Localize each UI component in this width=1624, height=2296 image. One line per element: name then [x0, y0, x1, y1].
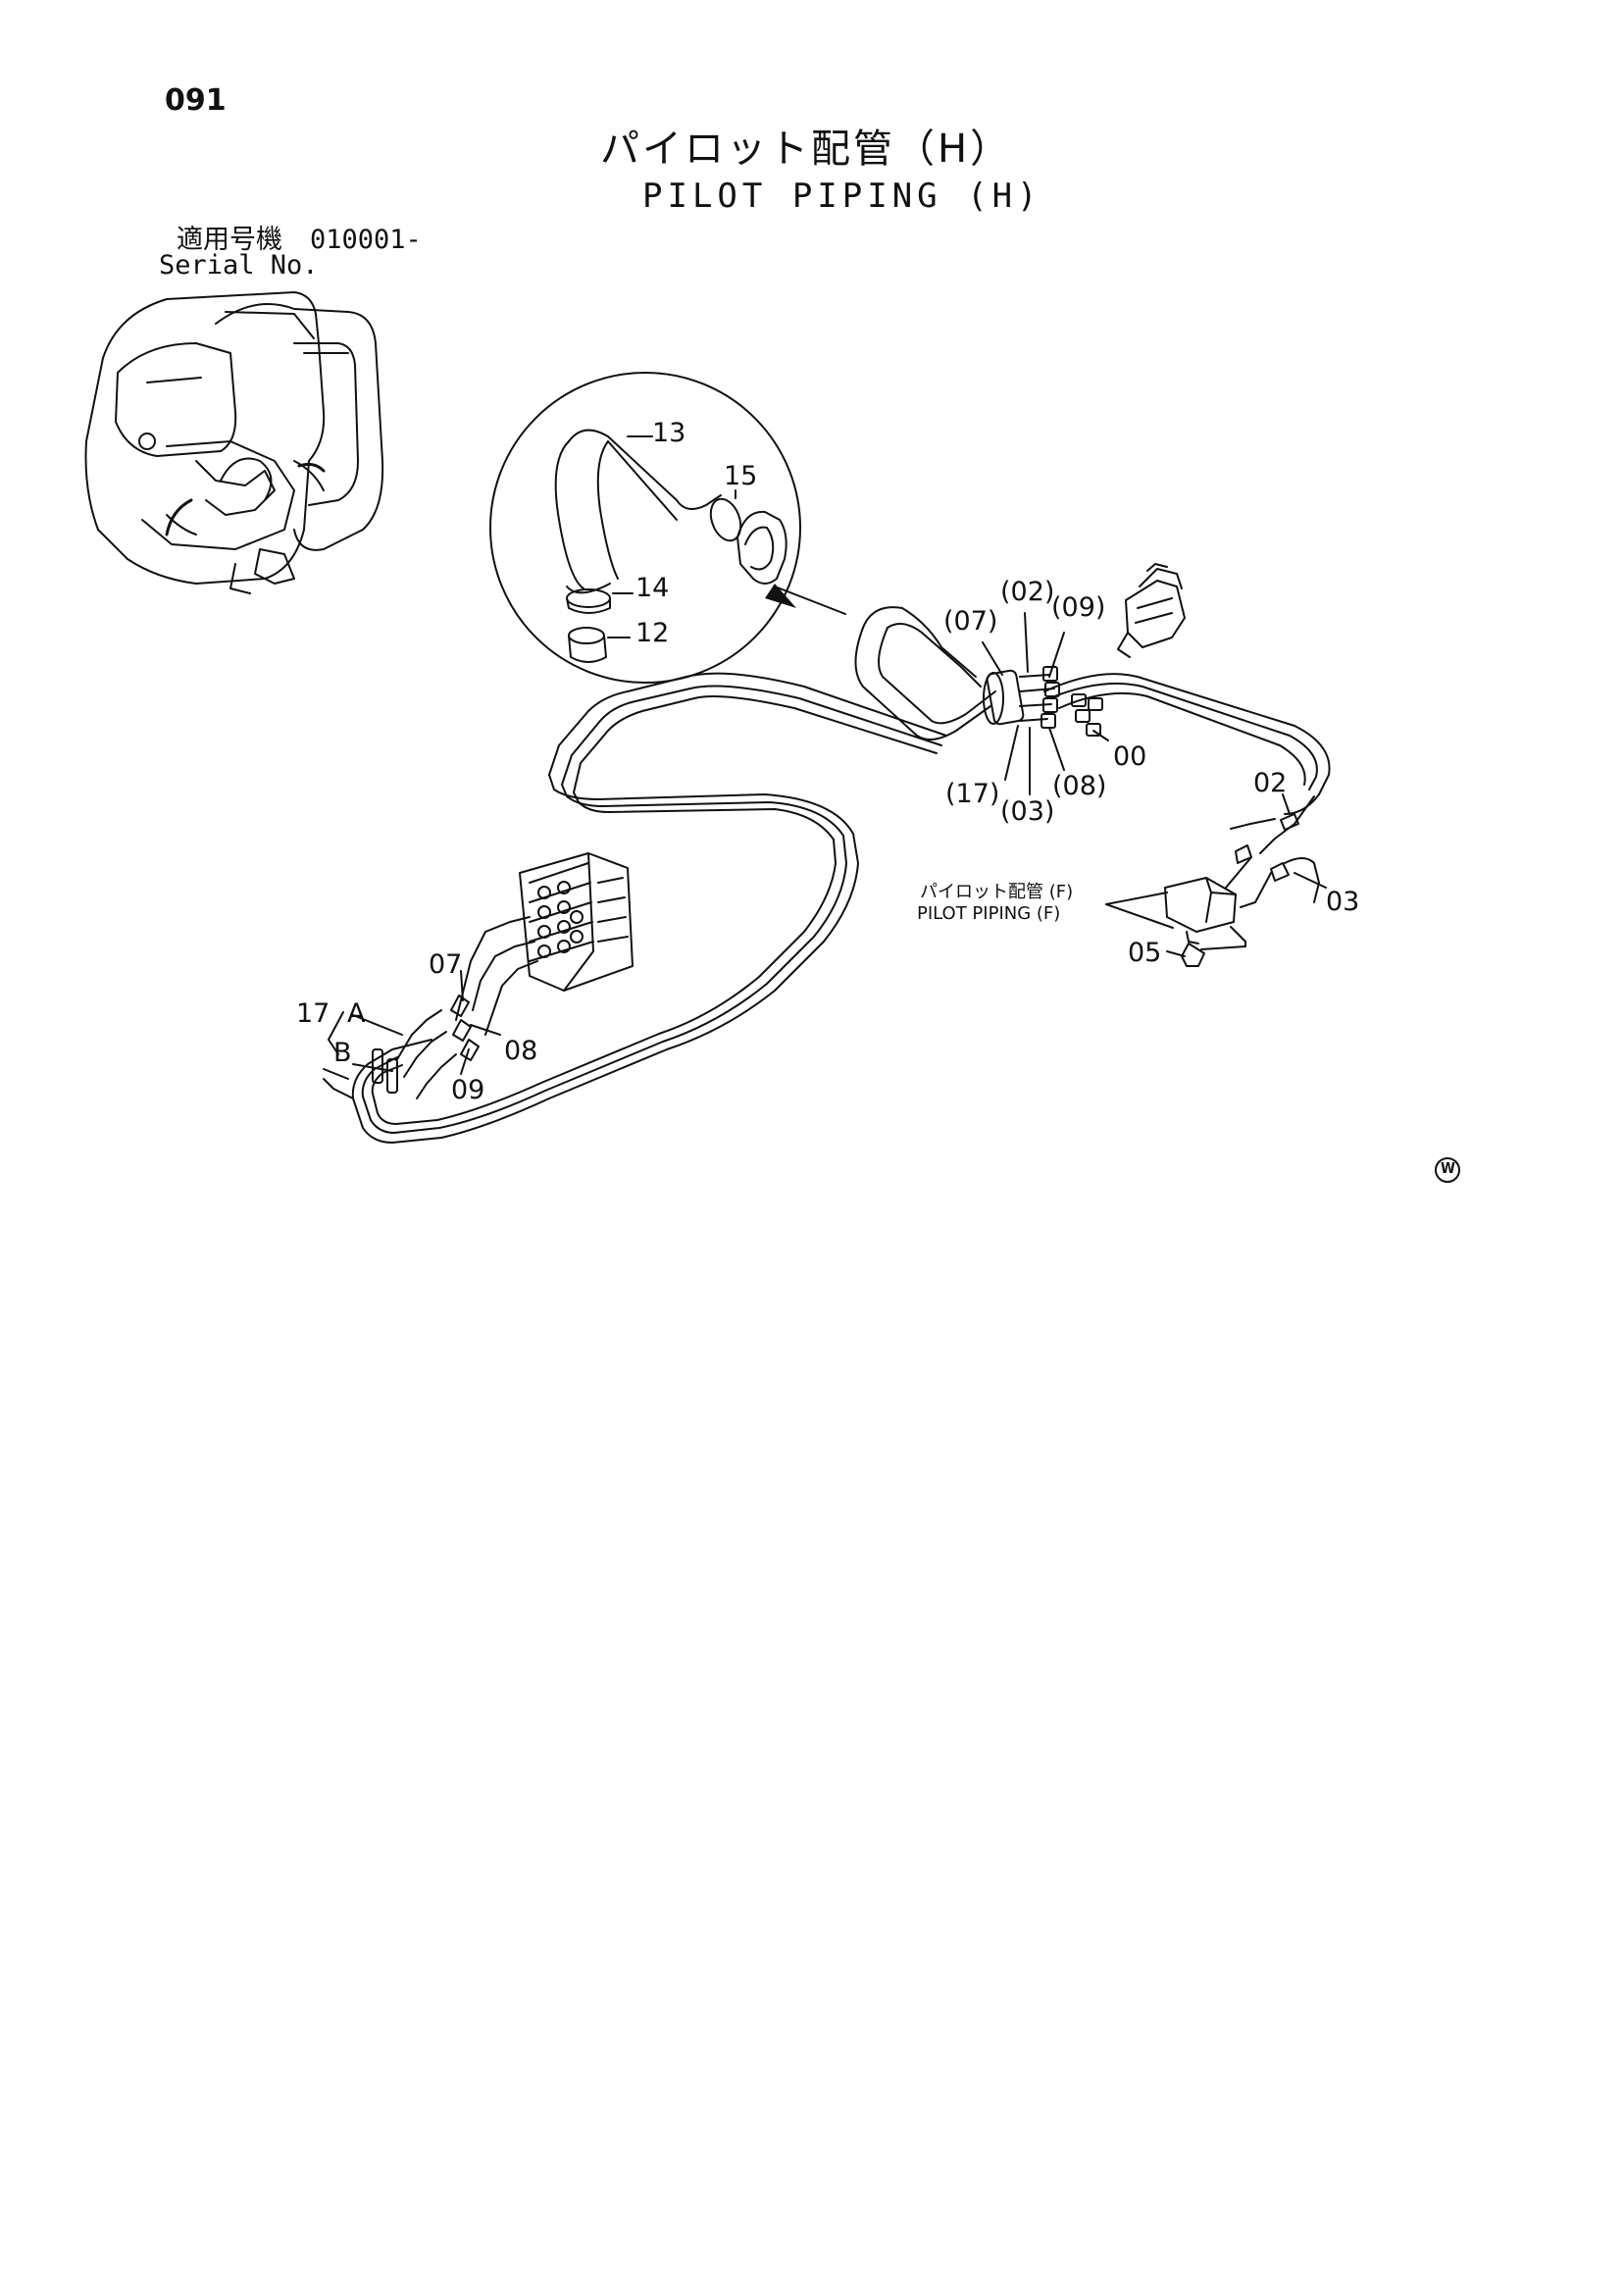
callout-03: 03: [1326, 887, 1360, 917]
callout-02-paren: (02): [1000, 577, 1055, 607]
serial-label-english: Serial No.: [159, 250, 319, 281]
corner-mark-circle: [1435, 1157, 1460, 1183]
page-number: 091: [165, 83, 227, 118]
callout-00: 00: [1113, 741, 1147, 772]
callout-17-paren: (17): [945, 779, 1000, 809]
callout-08-paren: (08): [1052, 771, 1107, 801]
callout-17-a: A: [347, 998, 366, 1029]
machine-overview-illustration: [84, 291, 384, 594]
callout-08: 08: [504, 1036, 538, 1066]
callout-02: 02: [1253, 768, 1288, 798]
callout-07-paren: (07): [943, 606, 998, 637]
page-title-english: PILOT PIPING (H): [642, 177, 1042, 216]
callout-05: 05: [1128, 938, 1162, 968]
callout-09-paren: (09): [1051, 592, 1106, 623]
callout-15: 15: [724, 461, 758, 491]
callout-03-paren: (03): [1000, 796, 1055, 827]
page-title-japanese: パイロット配管（H）: [600, 127, 1013, 172]
serial-number-value: 010001-: [310, 225, 422, 255]
callout-12: 12: [635, 618, 670, 648]
callout-13: 13: [652, 418, 686, 448]
cross-reference-japanese: パイロット配管 (F): [920, 882, 1074, 902]
callout-17: 17: [296, 998, 330, 1029]
callout-14: 14: [635, 573, 670, 603]
pilot-hose-bundle: [323, 563, 1331, 1144]
callout-17-b: B: [333, 1038, 352, 1068]
callout-leaders: [328, 612, 1327, 1075]
callout-09: 09: [451, 1075, 485, 1105]
detail-magnifier: [489, 372, 846, 684]
callout-07: 07: [429, 949, 463, 980]
corner-mark: W: [1441, 1159, 1455, 1177]
serial-label-japanese: 適用号機: [177, 225, 282, 255]
cross-reference-english: PILOT PIPING (F): [917, 903, 1061, 924]
